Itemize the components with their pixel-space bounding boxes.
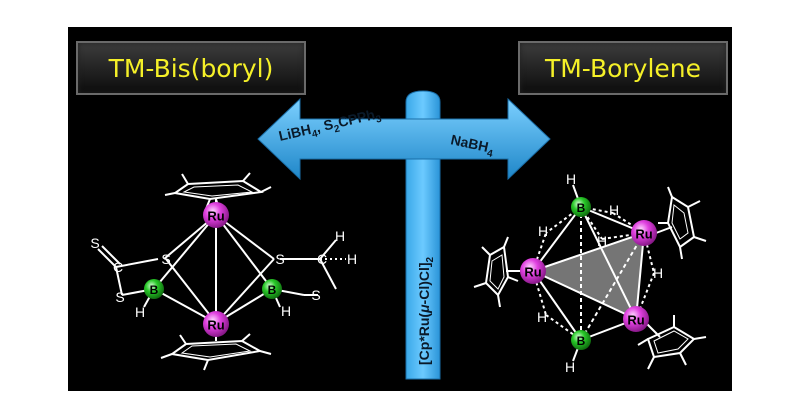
b-atom: B — [571, 197, 591, 217]
h-atom-label: H — [347, 251, 357, 267]
svg-text:Ru: Ru — [635, 227, 652, 242]
double-arrow — [257, 97, 551, 181]
h-atom-label: H — [135, 304, 145, 320]
s-atom-label: S — [115, 289, 124, 305]
vertical-reagent-text: [Cp*Ru(μ-Cl)Cl]2 — [416, 256, 436, 365]
svg-text:Ru: Ru — [207, 209, 224, 224]
svg-text:B: B — [577, 201, 586, 215]
ru-atom: Ru — [631, 220, 657, 246]
h-atom-label: H — [537, 309, 547, 325]
h-atom-label: H — [653, 265, 663, 281]
c-atom-label: C — [113, 259, 123, 275]
ru-atom: Ru — [203, 202, 229, 228]
left-molecule — [97, 172, 346, 371]
svg-text:B: B — [268, 283, 277, 297]
h-atom-label: H — [565, 359, 575, 375]
ru-atom: Ru — [623, 306, 649, 332]
svg-text:Ru: Ru — [207, 318, 224, 333]
svg-text:B: B — [577, 334, 586, 348]
vertical-arrow — [405, 90, 441, 380]
borylene-label: TM-Borylene — [518, 41, 728, 95]
svg-text:Ru: Ru — [524, 265, 541, 280]
s-atom-label: S — [275, 251, 284, 267]
h-atom-label: H — [609, 202, 619, 218]
b-atom: B — [144, 279, 164, 299]
h-atom-label: H — [281, 303, 291, 319]
s-atom-label: S — [90, 235, 99, 251]
bis-boryl-label: TM-Bis(boryl) — [76, 41, 306, 95]
h-atom-label: H — [538, 223, 548, 239]
right-reagent-text: NaBH4 — [449, 131, 496, 160]
svg-text:Ru: Ru — [627, 313, 644, 328]
graphical-abstract-panel: LiBH4, S2CPPh3 NaBH4 [Cp*Ru(μ-Cl)Cl]2 — [68, 27, 732, 391]
reaction-scheme: LiBH4, S2CPPh3 NaBH4 [Cp*Ru(μ-Cl)Cl]2 — [90, 90, 707, 380]
s-atom-label: S — [311, 287, 320, 303]
c-atom-label: C — [317, 251, 327, 267]
ru-atom: Ru — [520, 258, 546, 284]
b-atom: B — [262, 279, 282, 299]
b-atom: B — [571, 330, 591, 350]
svg-text:B: B — [150, 283, 159, 297]
h-atom-label: H — [335, 228, 345, 244]
h-atom-label: H — [566, 171, 576, 187]
s-atom-label: S — [161, 251, 170, 267]
h-atom-label: H — [597, 233, 607, 249]
ru-atom: Ru — [203, 311, 229, 337]
